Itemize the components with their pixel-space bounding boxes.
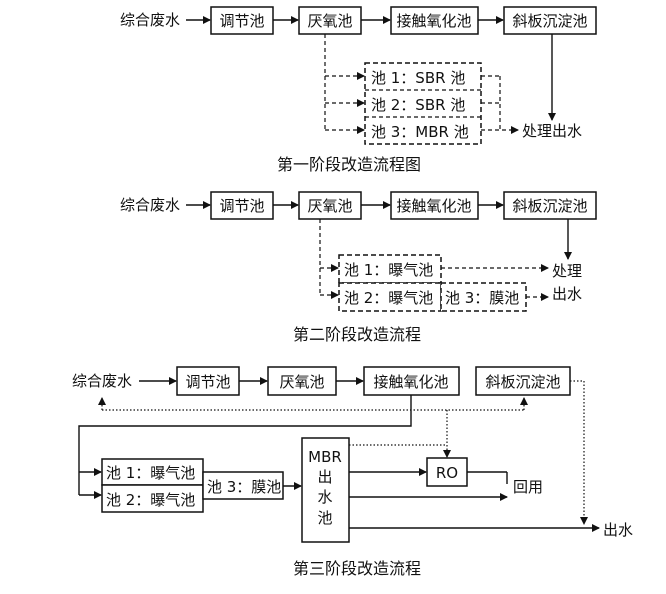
stage2-tank3-box (440, 282, 527, 312)
stage2-settler-box (503, 191, 597, 220)
stage3-tank3-label: 池 3：膜池 (207, 478, 281, 496)
stage1-regulating-tank-label: 调节池 (219, 12, 264, 30)
stage2-tank1-box (338, 254, 442, 284)
stage3-title: 第三阶段改造流程 (293, 559, 421, 578)
stage1-effluent-label: 处理出水 (522, 122, 582, 140)
stage2-tank2-label: 池 2：曝气池 (344, 289, 433, 307)
stage3-effluent-label: 出水 (603, 521, 633, 539)
stage3-reuse-label: 回用 (513, 478, 543, 496)
stage3-mbr-label-2: 出 (317, 468, 332, 486)
stage3-ro-box (426, 457, 468, 487)
stage1-settler-label: 斜板沉淀池 (512, 12, 587, 30)
stage3-mbr-label-1: MBR (308, 448, 342, 466)
stage2-influent-label: 综合废水 (120, 196, 180, 214)
stage3-tank2-label: 池 2：曝气池 (106, 491, 195, 509)
stage3-regulating-tank-label: 调节池 (185, 373, 230, 391)
stage2-anoxic-tank-label: 厌氧池 (307, 197, 352, 215)
stage1-contact-oxidation-label: 接触氧化池 (396, 12, 471, 30)
stage3-tank1-label: 池 1：曝气池 (106, 464, 195, 482)
stage2-settler-label: 斜板沉淀池 (512, 197, 587, 215)
stage2-tank3-label: 池 3：膜池 (445, 289, 519, 307)
stage1-contact-oxidation-box (390, 6, 479, 35)
stage2-title: 第二阶段改造流程 (293, 325, 421, 344)
stage3-anoxic-tank-box (267, 366, 337, 396)
stage2-effluent-label-line2: 出水 (552, 285, 582, 303)
stage3-contact-oxidation-label: 接触氧化池 (373, 373, 448, 391)
stage1-anoxic-tank-label: 厌氧池 (307, 12, 352, 30)
stage3-tank2-box (101, 484, 204, 513)
stage1-influent-label: 综合废水 (120, 11, 180, 29)
stage3-feed-line (78, 395, 412, 495)
stage3-contact-oxidation-box (363, 366, 460, 396)
stage3-settler-box (475, 366, 571, 396)
stage3-mbr-label-4: 池 (317, 509, 332, 527)
stage1-tank2-label: 池 2：SBR 池 (371, 96, 465, 114)
stage2-anoxic-tank-box (298, 191, 362, 220)
stage2-diagram: 综合废水 调节池 厌氧池 接触氧化池 斜板沉淀池 池 1：曝气池 池 2：曝气池… (120, 191, 597, 344)
stage1-new-tanks-group (364, 62, 482, 145)
stage1-tank3-label: 池 3：MBR 池 (371, 123, 469, 141)
stage3-settler-label: 斜板沉淀池 (485, 373, 560, 391)
stage1-settler-box (503, 6, 597, 35)
stage3-ro-label: RO (436, 464, 458, 482)
stage3-anoxic-tank-label: 厌氧池 (279, 373, 324, 391)
stage3-diagram: 综合废水 调节池 厌氧池 接触氧化池 斜板沉淀池 池 1：曝气池 池 2：曝气池… (72, 366, 633, 578)
stage2-regulating-tank-box (210, 191, 274, 220)
stage3-mbr-label-3: 水 (317, 488, 332, 506)
stage3-mbr-box (301, 437, 350, 543)
stage3-influent-label: 综合废水 (72, 372, 132, 390)
stage1-title: 第一阶段改造流程图 (277, 155, 421, 174)
stage2-regulating-tank-label: 调节池 (219, 197, 264, 215)
stage2-contact-oxidation-label: 接触氧化池 (396, 197, 471, 215)
stage3-tank1-box (101, 458, 204, 486)
stage1-diagram: 综合废水 调节池 厌氧池 接触氧化池 斜板沉淀池 池 1：SBR 池 池 2：S… (120, 6, 597, 174)
stage3-regulating-tank-box (176, 366, 240, 396)
stage1-tank1-label: 池 1：SBR 池 (371, 69, 465, 87)
stage2-tank1-label: 池 1：曝气池 (344, 261, 433, 279)
stage2-effluent-label-line1: 处理 (552, 262, 582, 280)
